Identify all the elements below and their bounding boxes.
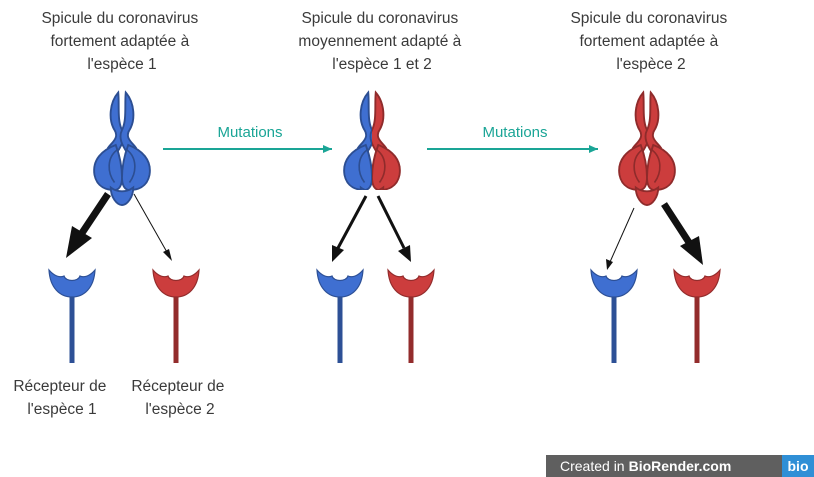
binding-arrow-weak-3 — [606, 208, 634, 270]
mutation-arrow-1: Mutations — [163, 124, 332, 149]
mutation-label-1: Mutations — [217, 124, 282, 141]
spike3-caption: Spicule du coronavirus fortement adaptée… — [570, 10, 731, 73]
mutation-arrow-2: Mutations — [427, 124, 598, 149]
receptor-species2-icon — [388, 270, 434, 363]
receptor-species1-icon — [49, 270, 95, 363]
credit-prefix: Created in — [560, 458, 625, 474]
receptor2-caption: Récepteur de l'espèce 2 — [131, 378, 228, 418]
spike2-caption: Spicule du coronavirus moyennement adapt… — [298, 10, 465, 73]
spike-species1-icon — [94, 93, 150, 206]
receptor-species1-icon — [317, 270, 363, 363]
mutation-label-2: Mutations — [482, 124, 547, 141]
binding-arrow-strong-1 — [66, 194, 108, 258]
biorender-logo-icon: bio — [782, 455, 814, 477]
receptor1-caption: Récepteur de l'espèce 1 — [13, 378, 110, 418]
credit-site: BioRender.com — [629, 458, 732, 474]
spike-hybrid-icon — [344, 93, 400, 206]
receptor-species2-icon — [674, 270, 720, 363]
biorender-credit[interactable]: Created in BioRender.com bio — [546, 455, 814, 477]
spike-species2-icon — [619, 93, 675, 206]
receptor-species2-icon — [153, 270, 199, 363]
receptor-species1-icon — [591, 270, 637, 363]
spike1-caption: Spicule du coronavirus fortement adaptée… — [41, 10, 202, 73]
binding-arrow-strong-3 — [664, 204, 703, 265]
binding-arrow-medium-2b — [378, 196, 411, 262]
binding-arrow-weak-1 — [134, 194, 172, 261]
binding-arrow-medium-2a — [332, 196, 366, 262]
